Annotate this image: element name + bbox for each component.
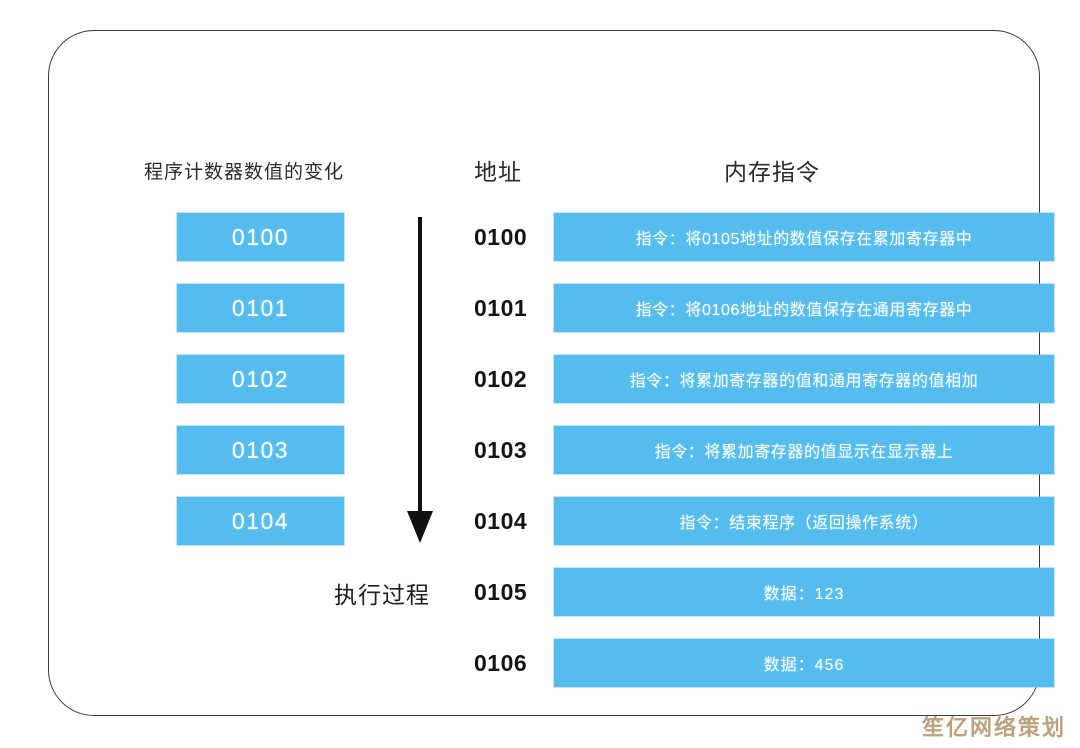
- memory-address-label: 0106: [474, 649, 528, 676]
- memory-instruction-bar: 指令：结束程序（返回操作系统）: [554, 497, 1054, 545]
- execution-process-label: 执行过程: [334, 582, 430, 608]
- memory-cell-text: 数据：123: [763, 586, 845, 603]
- memory-instruction-bar: 指令：将累加寄存器的值和通用寄存器的值相加: [554, 355, 1054, 403]
- memory-data-bar: 数据：456: [554, 639, 1054, 687]
- memory-data-bar: 数据：123: [554, 568, 1054, 616]
- memory-address-label: 0101: [474, 294, 528, 321]
- memory-address-label: 0103: [474, 436, 528, 463]
- memory-address-label: 0105: [474, 578, 528, 605]
- program-counter-value: 0101: [231, 294, 290, 321]
- program-counter-box: 0100: [177, 213, 344, 261]
- table-row: 0103 指令：将累加寄存器的值显示在显示器上: [474, 426, 1054, 474]
- table-row: 0102 指令：将累加寄存器的值和通用寄存器的值相加: [474, 355, 1054, 403]
- table-row: 0106 数据：456: [474, 639, 1054, 687]
- table-row: 0100 指令：将0105地址的数值保存在累加寄存器中: [474, 213, 1054, 261]
- memory-cell-text: 指令：结束程序（返回操作系统）: [679, 515, 929, 532]
- column-header-program-counter: 程序计数器数值的变化: [144, 162, 345, 183]
- program-counter-column: 0100 0101 0102 0103 0104: [177, 213, 344, 568]
- program-counter-value: 0104: [231, 507, 290, 534]
- program-counter-box: 0101: [177, 284, 344, 332]
- watermark: 笙亿网络策划: [921, 715, 1066, 740]
- table-row: 0101 指令：将0106地址的数值保存在通用寄存器中: [474, 284, 1054, 332]
- memory-instruction-bar: 指令：将0106地址的数值保存在通用寄存器中: [554, 284, 1054, 332]
- memory-address-label: 0102: [474, 365, 528, 392]
- memory-cell-text: 数据：456: [763, 657, 845, 674]
- program-counter-value: 0103: [231, 436, 290, 463]
- memory-cell-text: 指令：将累加寄存器的值和通用寄存器的值相加: [629, 373, 979, 390]
- program-counter-box: 0102: [177, 355, 344, 403]
- program-counter-value: 0102: [231, 365, 290, 392]
- memory-cell-text: 指令：将0105地址的数值保存在累加寄存器中: [635, 231, 973, 248]
- memory-cell-text: 指令：将累加寄存器的值显示在显示器上: [654, 444, 954, 461]
- program-counter-box: 0103: [177, 426, 344, 474]
- down-arrow-icon: [403, 217, 437, 543]
- table-row: 0105 数据：123: [474, 568, 1054, 616]
- memory-address-label: 0104: [474, 507, 528, 534]
- program-counter-value: 0100: [231, 223, 290, 250]
- program-counter-box: 0104: [177, 497, 344, 545]
- memory-cell-text: 指令：将0106地址的数值保存在通用寄存器中: [635, 302, 973, 319]
- memory-address-label: 0100: [474, 223, 528, 250]
- memory-table: 0100 指令：将0105地址的数值保存在累加寄存器中 0101 指令：将0106地址…: [474, 213, 1054, 710]
- memory-instruction-bar: 指令：将累加寄存器的值显示在显示器上: [554, 426, 1054, 474]
- table-row: 0104 指令：结束程序（返回操作系统）: [474, 497, 1054, 545]
- column-header-memory-instruction: 内存指令: [724, 159, 820, 185]
- column-header-address: 地址: [474, 159, 522, 185]
- memory-instruction-bar: 指令：将0105地址的数值保存在累加寄存器中: [554, 213, 1054, 261]
- diagram-frame: 程序计数器数值的变化 地址 内存指令 0100 0101 0102 0103 0104 …: [48, 30, 1054, 716]
